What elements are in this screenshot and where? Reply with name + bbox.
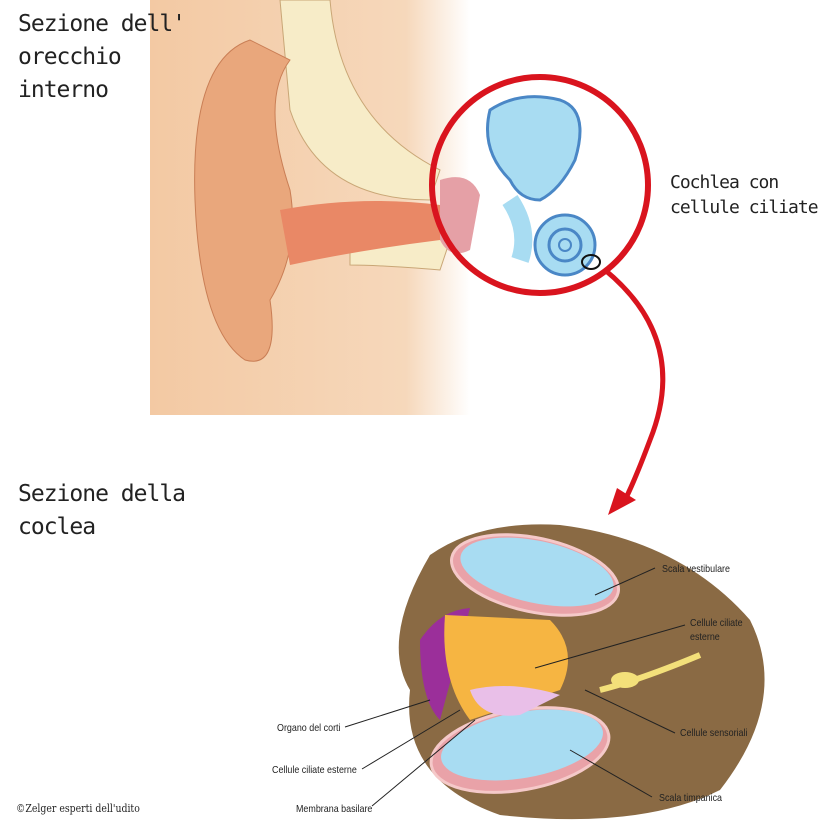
callout-label: Cochlea con cellule ciliate (670, 172, 819, 218)
label-cellule-ciliate-left: Cellule ciliate esterne (272, 764, 357, 776)
scala-timpanica (441, 709, 603, 781)
label-cellule-ciliate-right: Cellule ciliate esterne (690, 617, 743, 643)
skull-bone (279, 0, 441, 201)
arrow-head (608, 488, 636, 515)
leader-lines (344, 567, 686, 807)
title-cochlea-section: Sezione della coclea (18, 481, 186, 540)
label-scala-vestibulare: Scala vestibulare (662, 563, 730, 575)
arrow (603, 268, 666, 502)
label-membrana-basilare: Membrana basilare (296, 803, 373, 815)
middle-ear (440, 177, 480, 254)
label-organo-del-corti: Organo del corti (277, 722, 341, 734)
label-scala-timpanica: Scala timpanica (659, 792, 723, 804)
detail-marker (581, 254, 601, 270)
semicircular-canals (486, 95, 582, 202)
magnifier-circle (429, 74, 651, 296)
cochlea (533, 213, 597, 277)
outer-ear (194, 39, 293, 362)
label-cellule-sensoriali: Cellule sensoriali (680, 727, 748, 739)
scala-vestibulare (460, 537, 614, 607)
ear-canal (280, 201, 440, 265)
copyright: ©Zelger esperti dell'udito (16, 802, 140, 815)
title-inner-ear: Sezione dell' orecchio interno (18, 11, 186, 103)
